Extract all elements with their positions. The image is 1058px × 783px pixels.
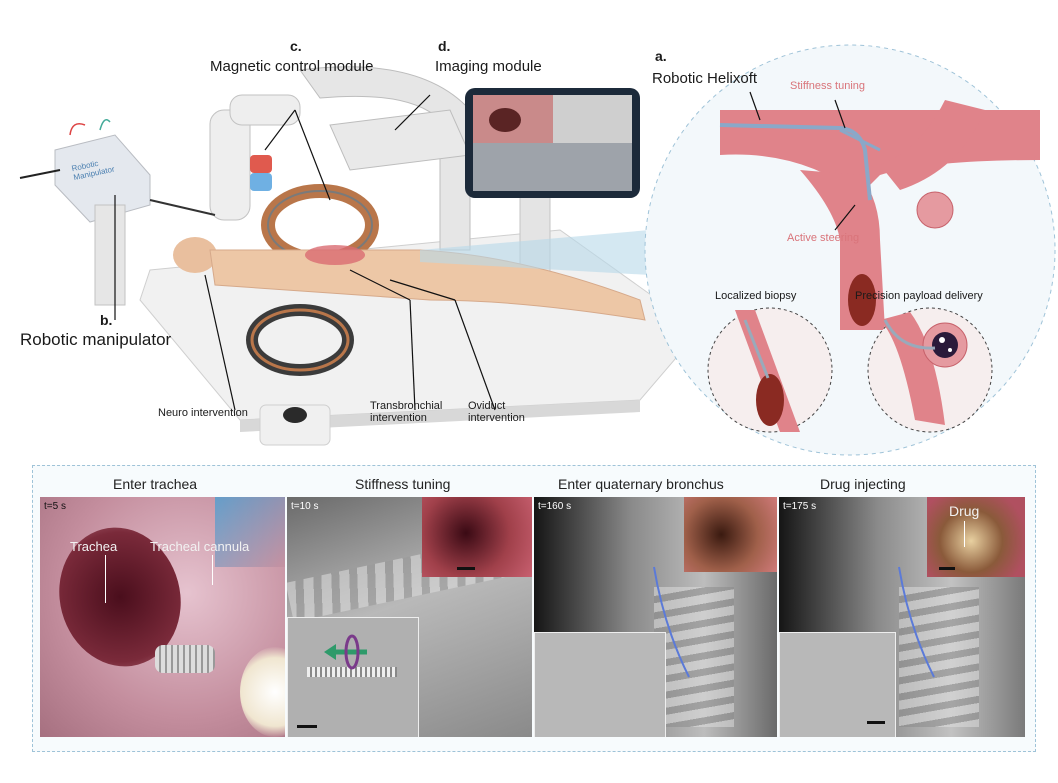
robot-arm-link (229, 94, 301, 126)
label-stiffness: Stiffness tuning (790, 80, 866, 92)
panel-xray-bronchus: t=160 s (534, 497, 777, 737)
label-robotic-helixoft: Robotic Helixoft (652, 70, 758, 87)
label-a-letter: a. (655, 48, 667, 64)
time-2: t=10 s (291, 501, 319, 512)
label-oviduct: Oviduct intervention (468, 400, 525, 424)
panel-xray-stiffness: t=10 s (287, 497, 532, 737)
scale-bar (939, 567, 955, 570)
patient-head (173, 237, 217, 273)
label-transbronchial: Transbronchial intervention (370, 400, 443, 424)
time-3: t=160 s (538, 501, 572, 512)
panel-endoscope: t=5 s Trachea Tracheal cannula (40, 497, 285, 737)
scale-bar (297, 725, 317, 728)
magnet-blue (250, 173, 272, 191)
manipulator-stand (94, 204, 126, 306)
label-c-letter: c. (290, 38, 302, 54)
panel-xray-drug: t=175 s Drug (779, 497, 1025, 737)
scale-bar (457, 567, 475, 570)
label-magnetic-control: Magnetic control module (210, 58, 374, 75)
annot-drug: Drug (949, 503, 980, 519)
time-4: t=175 s (783, 501, 817, 512)
monitor (465, 88, 640, 198)
label-steering: Active steering (787, 232, 860, 244)
foot-pedal (259, 404, 331, 446)
panel-title-1: Enter trachea (113, 476, 198, 492)
label-d-letter: d. (438, 38, 451, 54)
manipulator-box (54, 134, 151, 223)
label-neuro: Neuro intervention (158, 407, 248, 419)
scale-bar (867, 721, 885, 724)
patient-lungs (305, 245, 365, 265)
magnet-red (250, 155, 272, 173)
aneurysm (916, 191, 954, 229)
helixoft-wire (719, 123, 872, 201)
robot-arm-base (209, 109, 251, 221)
bed-base (240, 400, 640, 432)
label-robotic-manipulator: Robotic manipulator (20, 330, 172, 349)
catheter-path (653, 566, 690, 678)
time-1: t=5 s (44, 501, 66, 512)
system-illustration (19, 44, 1056, 456)
panel-title-2: Stiffness tuning (355, 476, 451, 492)
label-b-letter: b. (100, 312, 113, 328)
label-imaging-module: Imaging module (435, 58, 542, 75)
panel-title-4: Drug injecting (820, 476, 906, 492)
rotation-arrow-icon (324, 634, 367, 670)
vessel-up (880, 100, 985, 190)
label-payload: Precision payload delivery (855, 290, 983, 302)
catheter-path (898, 566, 935, 678)
label-biopsy: Localized biopsy (715, 290, 797, 302)
annot-cannula: Tracheal cannula (150, 539, 250, 554)
beam (420, 230, 650, 275)
annot-trachea: Trachea (70, 539, 118, 554)
clot (848, 274, 876, 326)
panel-title-3: Enter quaternary bronchus (558, 476, 724, 492)
